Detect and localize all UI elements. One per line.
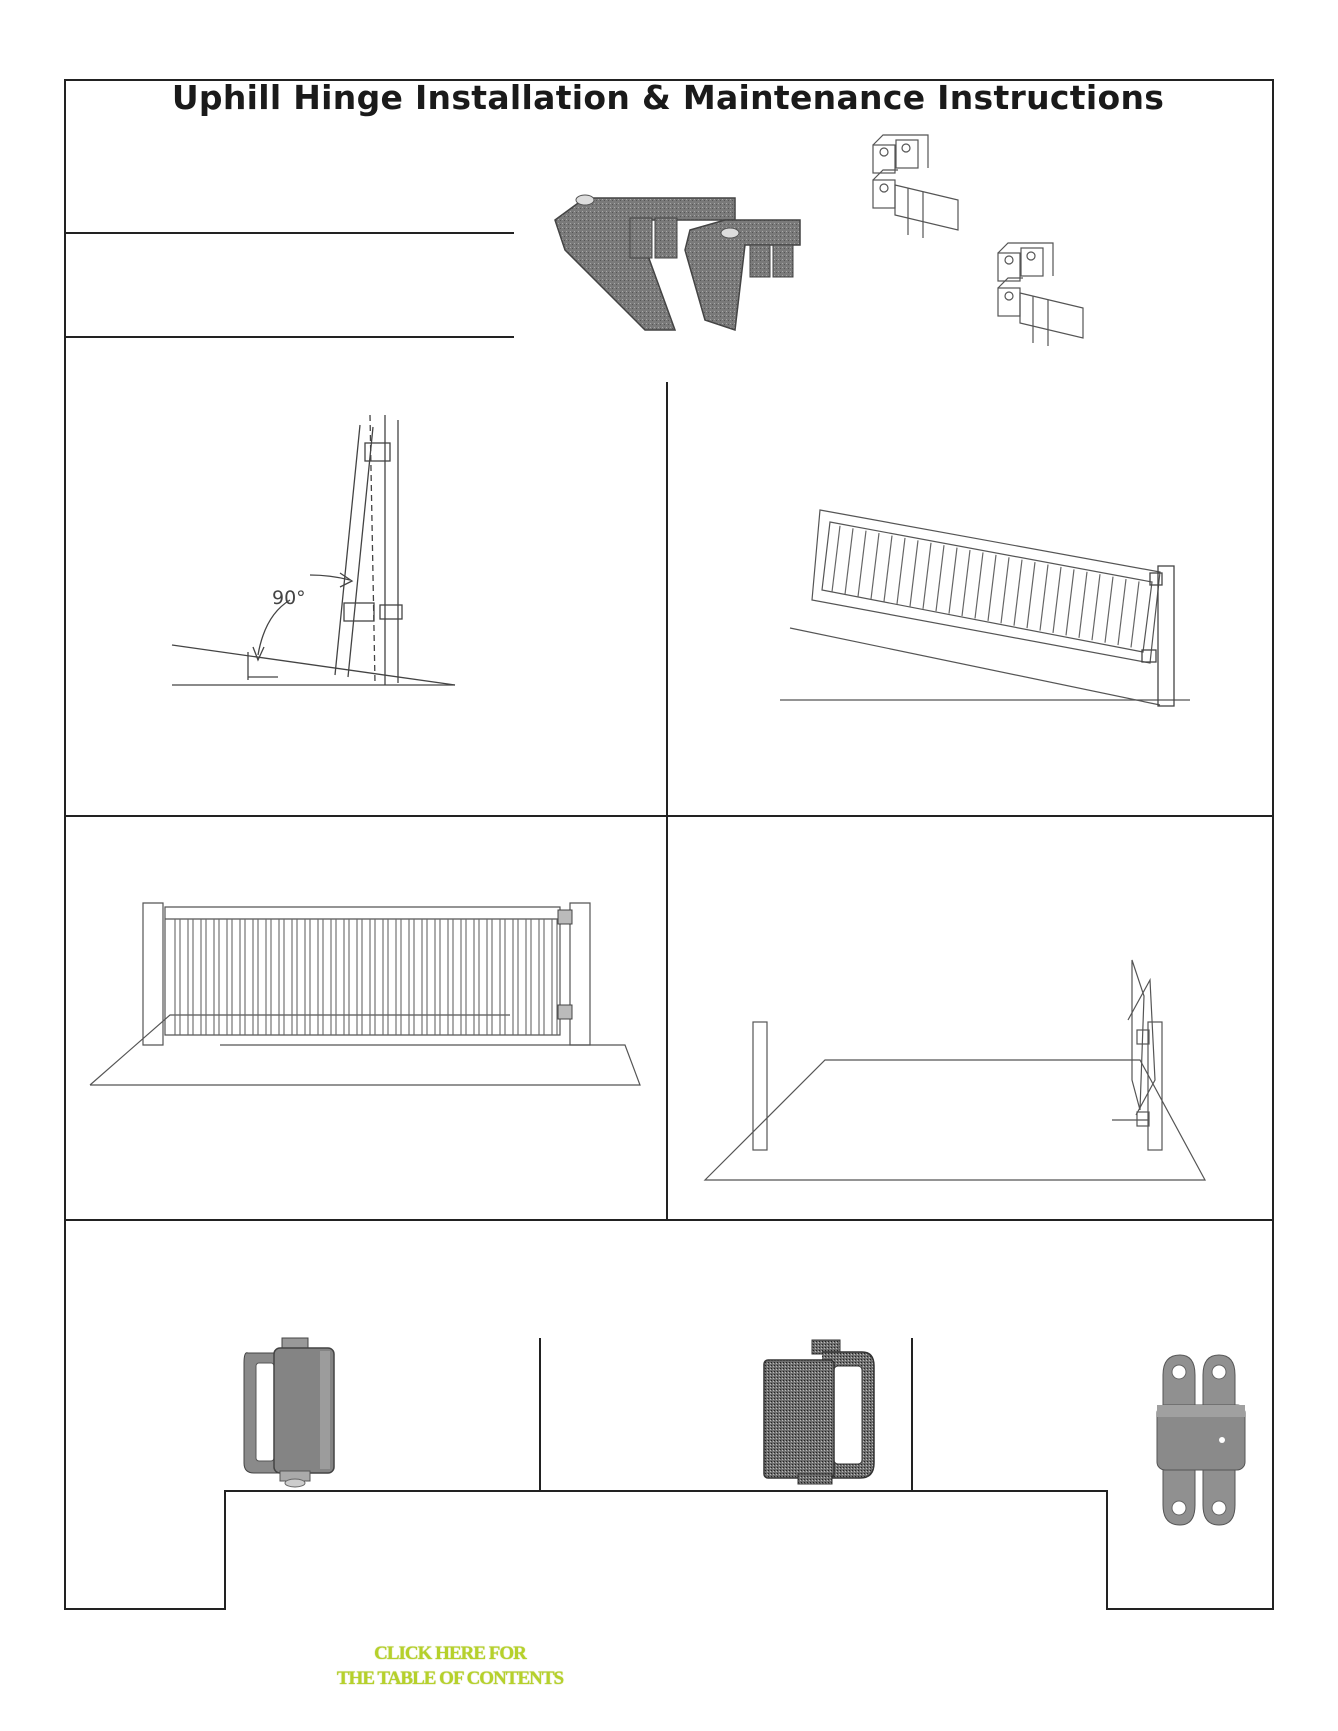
gate-bar — [1104, 576, 1114, 643]
gate-bar — [1117, 578, 1127, 646]
post-angle-diagram: 90° — [171, 414, 456, 686]
grid-vertical-divider — [666, 382, 668, 1220]
hinge-divider-2 — [911, 1338, 913, 1492]
header-divider-2 — [64, 336, 514, 338]
gate-bar — [1130, 581, 1140, 648]
grid-row-divider-2 — [64, 1219, 1274, 1221]
gate-bar — [935, 545, 945, 612]
toc-link-line-2[interactable]: THE TABLE OF CONTENTS — [336, 1668, 564, 1689]
gate-front-view-diagram — [89, 902, 641, 1086]
gray-barrel-hinge-image — [243, 1337, 335, 1488]
gate-bar — [1091, 574, 1101, 641]
hinge-divider-1 — [539, 1338, 541, 1492]
flat-butt-hinge-image — [1156, 1354, 1246, 1526]
angle-label: 90° — [272, 587, 306, 609]
header-divider-1 — [64, 232, 514, 234]
uphill-hinge-bracket-image — [554, 194, 801, 332]
gate-bar — [948, 547, 958, 614]
gate-bar — [883, 535, 893, 602]
gate-bar — [961, 549, 971, 617]
gate-bar — [857, 530, 867, 597]
gate-bar — [1052, 566, 1062, 634]
gate-bar — [974, 552, 984, 619]
page-title: Uphill Hinge Installation & Maintenance … — [171, 78, 1165, 117]
gate-bar — [1013, 559, 1023, 626]
gate-bar — [1039, 564, 1049, 631]
gate-swing-diagram — [703, 959, 1207, 1181]
gate-bar — [844, 528, 854, 595]
gate-bar — [922, 542, 932, 609]
gate-bar — [909, 540, 919, 607]
grid-row-divider-1 — [64, 815, 1274, 817]
gate-bar — [831, 525, 841, 592]
tilted-gate-diagram — [780, 509, 1190, 707]
textured-barrel-hinge-image — [763, 1339, 875, 1485]
gate-bar — [1026, 562, 1036, 629]
gate-bar — [1078, 571, 1088, 638]
hinge-line-drawing-1 — [872, 134, 959, 238]
gate-bar — [870, 533, 880, 600]
gate-bar — [1065, 569, 1075, 636]
gate-bar — [987, 554, 997, 621]
gate-bar — [1000, 557, 1010, 624]
toc-link-line-1[interactable]: CLICK HERE FOR — [374, 1643, 527, 1664]
gate-bar — [896, 537, 906, 605]
hinge-line-drawing-2 — [997, 242, 1084, 346]
